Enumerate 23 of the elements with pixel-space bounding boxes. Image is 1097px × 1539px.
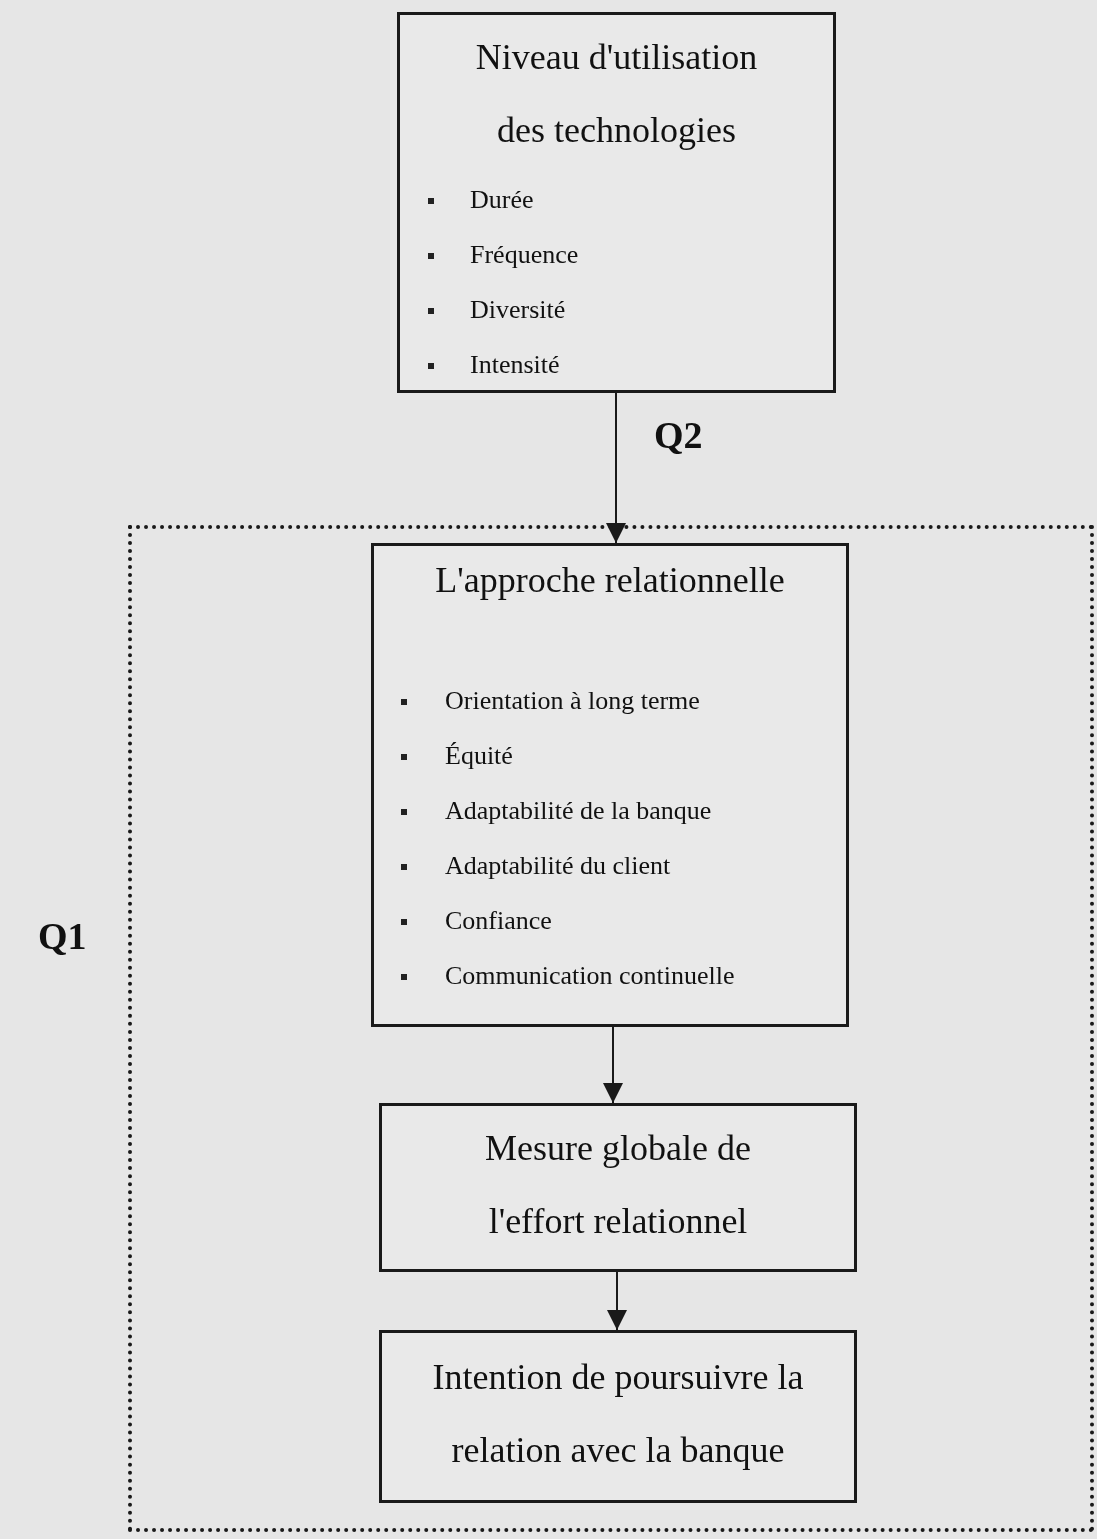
process-box — [379, 1330, 857, 1503]
edge-label: Q2 — [654, 413, 703, 457]
box-heading: Niveau d'utilisation des technologies — [474, 36, 759, 152]
process-box — [371, 543, 849, 1027]
process-box — [379, 1103, 857, 1272]
list-item: Adaptabilité de la banque — [445, 796, 712, 826]
list-item: Adaptabilité du client — [445, 851, 671, 881]
arrow — [603, 1026, 623, 1104]
box-heading: L'approche relationnelle — [434, 559, 786, 602]
box-heading: Intention de poursuivre la relation avec la banque — [431, 1356, 805, 1472]
region-label: Q1 — [38, 914, 87, 958]
list-item: Orientation à long terme — [445, 686, 700, 716]
list-item: Fréquence — [470, 240, 579, 270]
list-item: Confiance — [445, 906, 552, 936]
list-item: Équité — [445, 741, 513, 771]
arrow — [606, 392, 626, 544]
list-item: Durée — [470, 185, 534, 215]
box-heading: Mesure globale de l'effort relationnel — [484, 1127, 752, 1243]
list-item: Communication continuelle — [445, 961, 735, 991]
list-item: Diversité — [470, 295, 566, 325]
arrow — [607, 1271, 627, 1331]
list-item: Intensité — [470, 350, 560, 380]
process-box — [397, 12, 836, 393]
